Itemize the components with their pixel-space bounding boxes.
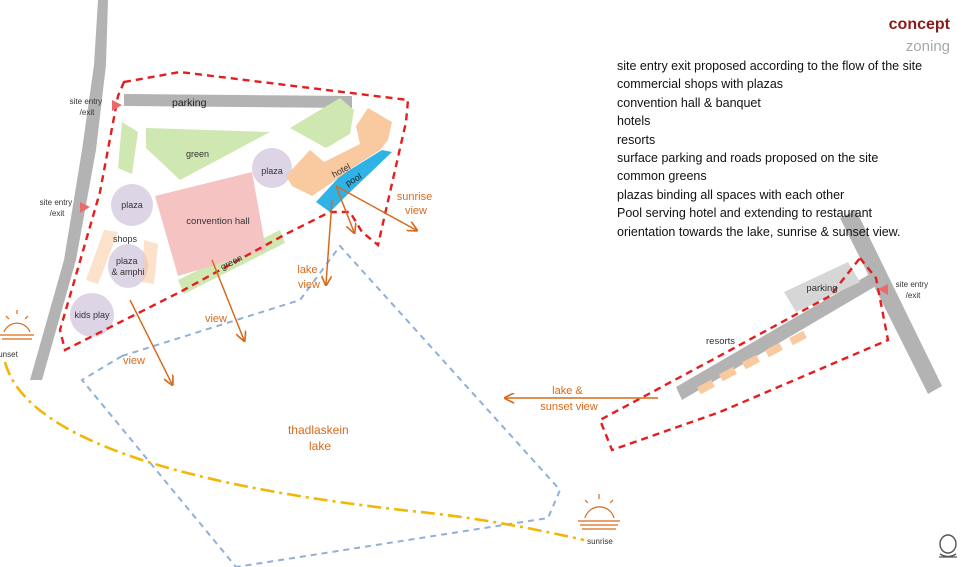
- view-arrow-center: [211, 259, 244, 340]
- parking-lot-right: [784, 262, 860, 312]
- plaza-top-label: plaza: [261, 166, 283, 176]
- green-zone-top-right: [290, 98, 354, 148]
- hotel-block: [286, 108, 392, 196]
- view-arrow-sunrise-down: [335, 185, 354, 232]
- main-road-left: [30, 0, 108, 380]
- green-zone-large: [146, 128, 270, 180]
- site-entry-mid-label: site entry /exit: [40, 198, 75, 218]
- plaza-left-circle: [111, 184, 153, 226]
- view-left-label: view: [123, 355, 145, 367]
- sunrise-label: sunrise: [587, 537, 613, 546]
- shops-strip-left: [86, 230, 118, 284]
- lake-sunset-view-label: lake & sunset view: [540, 385, 598, 413]
- note-item: convention hall & banquet: [617, 95, 761, 110]
- site-entry-right-label: site entry /exit: [896, 280, 931, 300]
- resort-cottage: [765, 342, 783, 358]
- site-boundary-left: [58, 70, 410, 352]
- note-item: commercial shops with plazas: [617, 77, 784, 92]
- sunrise-view-label: sunrise view: [397, 191, 436, 217]
- shops-label: shops: [113, 234, 138, 244]
- view-arrow-sunrise-right: [335, 185, 416, 230]
- resort-cottage: [789, 330, 807, 346]
- lake-name-label: thadlaskein lake: [288, 423, 352, 453]
- green-top-label: green: [186, 149, 209, 159]
- note-item: hotels: [617, 114, 651, 129]
- view-arrow-left: [129, 299, 172, 384]
- main-road-right: [840, 210, 942, 394]
- entry-marker-icon: [112, 100, 122, 111]
- pool-area: [316, 150, 392, 212]
- note-item: common greens: [617, 169, 707, 184]
- view-arrow-lake: [326, 199, 333, 284]
- plaza-top-circle: [252, 148, 292, 188]
- note-item: resorts: [617, 132, 656, 147]
- note-item: site entry exit proposed according to th…: [617, 59, 923, 73]
- green-zone-left-strip: [118, 122, 138, 174]
- page-subtitle: zoning: [905, 38, 950, 55]
- sunrise-icon: [578, 494, 620, 530]
- resort-cottage: [742, 354, 760, 370]
- logo-icon: [939, 534, 957, 558]
- parking-road-top: [124, 94, 352, 108]
- parking-top-label: parking: [172, 97, 207, 109]
- note-item: Pool serving hotel and extending to rest…: [617, 206, 873, 221]
- resort-cottage: [719, 366, 737, 382]
- entry-marker-icon: [80, 202, 90, 213]
- kids-play-circle: [70, 293, 114, 337]
- lake-view-label: lake view: [297, 264, 320, 291]
- sun-path: [3, 361, 585, 542]
- kids-play-label: kids play: [74, 310, 110, 320]
- sunset-icon: [0, 310, 34, 340]
- convention-hall-block: [155, 172, 266, 276]
- resorts-label: resorts: [706, 336, 735, 347]
- plaza-amphi-label: plaza & amphi: [111, 256, 144, 277]
- view-center-label: view: [205, 313, 227, 325]
- note-item: surface parking and roads proposed on th…: [617, 151, 879, 166]
- convention-hall-label: convention hall: [186, 216, 249, 227]
- resort-cottage: [697, 379, 715, 395]
- site-boundary-right: [598, 256, 890, 452]
- note-item: plazas binding all spaces with each othe…: [617, 187, 845, 202]
- shops-strip-right: [142, 240, 158, 284]
- parking-right-label: parking: [806, 283, 837, 294]
- note-item: orientation towards the lake, sunrise & …: [617, 224, 901, 239]
- entry-marker-icon: [878, 284, 888, 295]
- sunset-label: sunset: [0, 350, 19, 359]
- resort-road: [676, 274, 876, 400]
- plaza-amphi-circle: [108, 244, 148, 288]
- site-entry-top-label: site entry /exit: [70, 97, 105, 117]
- plaza-left-label: plaza: [121, 200, 143, 210]
- concept-notes-list: site entry exit proposed according to th…: [617, 57, 922, 241]
- page-title: concept: [888, 16, 950, 33]
- lake-outline: [80, 244, 562, 567]
